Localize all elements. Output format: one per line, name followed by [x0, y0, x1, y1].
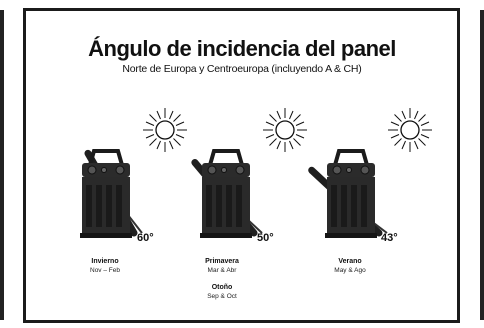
months-winter: Nov – Feb: [90, 267, 120, 274]
season-spring: Primavera: [205, 258, 239, 265]
months-autumn: Sep & Oct: [207, 293, 237, 300]
panel-group-spring: [191, 107, 308, 240]
left-edge-divider: [0, 10, 4, 320]
energizer-device-icon: [323, 149, 379, 240]
panel-group-summer: [308, 107, 433, 240]
sun-icon: [142, 107, 188, 153]
season-autumn: Otoño: [211, 284, 233, 291]
panel-group-winter: [78, 107, 188, 240]
season-winter: Invierno: [91, 258, 119, 265]
energizer-device-icon: [78, 149, 134, 240]
sun-icon: [387, 107, 433, 153]
sun-icon: [262, 107, 308, 153]
diagram-title: Ángulo de incidencia del panel: [88, 36, 396, 61]
months-summer: May & Ago: [334, 267, 366, 274]
season-summer: Verano: [338, 258, 362, 265]
months-spring: Mar & Abr: [207, 267, 237, 274]
angle-label-spring: 50°: [257, 232, 274, 244]
diagram-subtitle: Norte de Europa y Centroeuropa (incluyen…: [122, 63, 362, 75]
right-edge-divider: [480, 10, 484, 320]
energizer-device-icon: [198, 149, 254, 240]
angle-label-winter: 60°: [137, 232, 154, 244]
angle-label-summer: 43°: [381, 232, 398, 244]
